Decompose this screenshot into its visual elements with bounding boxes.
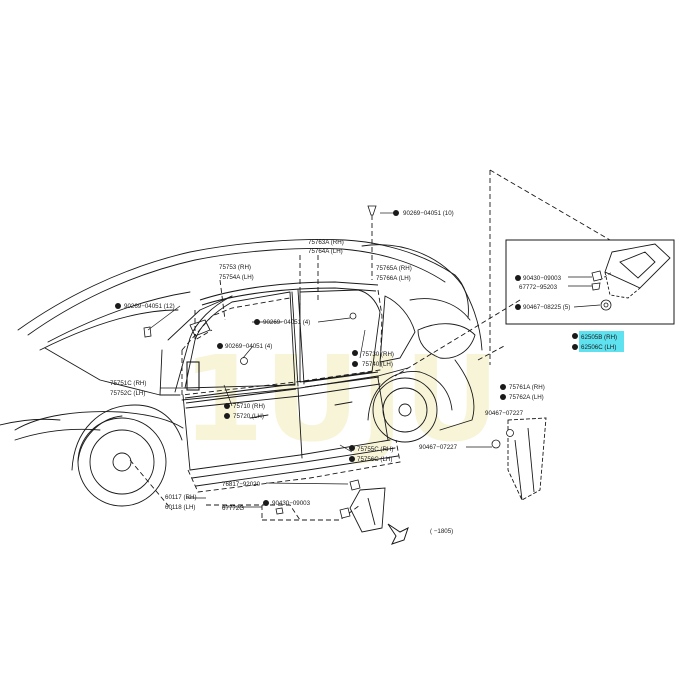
callout-dots: [115, 210, 578, 506]
rear-mudguard: [507, 417, 547, 501]
part-labels: 90269−04051 (10) 75763A (RH) 75764A (LH)…: [110, 210, 617, 535]
label-76817-92020: 76817−92020: [222, 481, 261, 488]
label-75764a-lh: 75764A (LH): [308, 248, 343, 255]
label-75763a-rh: 75763A (RH): [308, 239, 344, 246]
car-outline: [0, 239, 483, 507]
label-75753-rh: 75753 (RH): [219, 264, 251, 271]
label-75766a-lh: 75766A (LH): [376, 275, 411, 282]
watermark: 1UJU: [182, 330, 500, 468]
label-75756c-lh: 75756C (LH): [357, 456, 392, 463]
label-90430-09003: 90430−09003: [272, 500, 311, 507]
label-67772-95203: 67772−95203: [519, 284, 558, 291]
label-90467-08225: 90467−08225 (5): [523, 304, 570, 311]
label-75752c-lh: 75752C (LH): [110, 390, 145, 397]
label-75720-lh: 75720 (LH): [233, 413, 264, 420]
label-75751c-rh: 75751C (RH): [110, 380, 146, 387]
label-90269-04051-4b: 90269−04051 (4): [225, 343, 272, 350]
label-90269-04051-4a: 90269−04051 (4): [263, 319, 310, 326]
mouldings: [184, 281, 380, 404]
spoiler-cover-part: [604, 243, 671, 299]
front-arrow-icon: [387, 523, 409, 545]
label-62506c-lh: 62506C (LH): [581, 344, 616, 351]
label-1805: ( −1805): [430, 528, 453, 535]
detail-box: [505, 239, 675, 325]
label-60118-lh: 60118 (LH): [165, 504, 196, 511]
label-62505b-rh: 62505B (RH): [581, 334, 617, 341]
label-75754a-lh: 75754A (LH): [219, 274, 254, 281]
label-60117-rh: 60117 (RH): [165, 494, 197, 501]
highlight-62505b-62506c: [579, 331, 624, 352]
label-75755c-rh: 75755C (RH): [357, 446, 393, 453]
label-90467-07227a: 90467−07227: [485, 410, 524, 417]
label-90269-04051-10: 90269−04051 (10): [403, 210, 454, 217]
label-67772g: 67772G: [222, 505, 244, 512]
label-75761a-rh: 75761A (RH): [509, 384, 545, 391]
label-90467-07227b: 90467−07227: [419, 444, 458, 451]
assembly-outlines: [129, 169, 611, 521]
label-90269-04051-12: 90269−04051 (12): [124, 303, 175, 310]
label-75740-lh: 75740 (LH): [362, 361, 393, 368]
label-75762a-lh: 75762A (LH): [509, 394, 544, 401]
label-90430-09003-box: 90430−09003: [523, 275, 562, 282]
label-75730-rh: 75730 (RH): [362, 351, 394, 358]
label-75765a-rh: 75765A (RH): [376, 265, 412, 272]
detail-fasteners: [591, 270, 612, 311]
label-75710-rh: 75710 (RH): [233, 403, 265, 410]
front-mudguard: [349, 487, 386, 533]
